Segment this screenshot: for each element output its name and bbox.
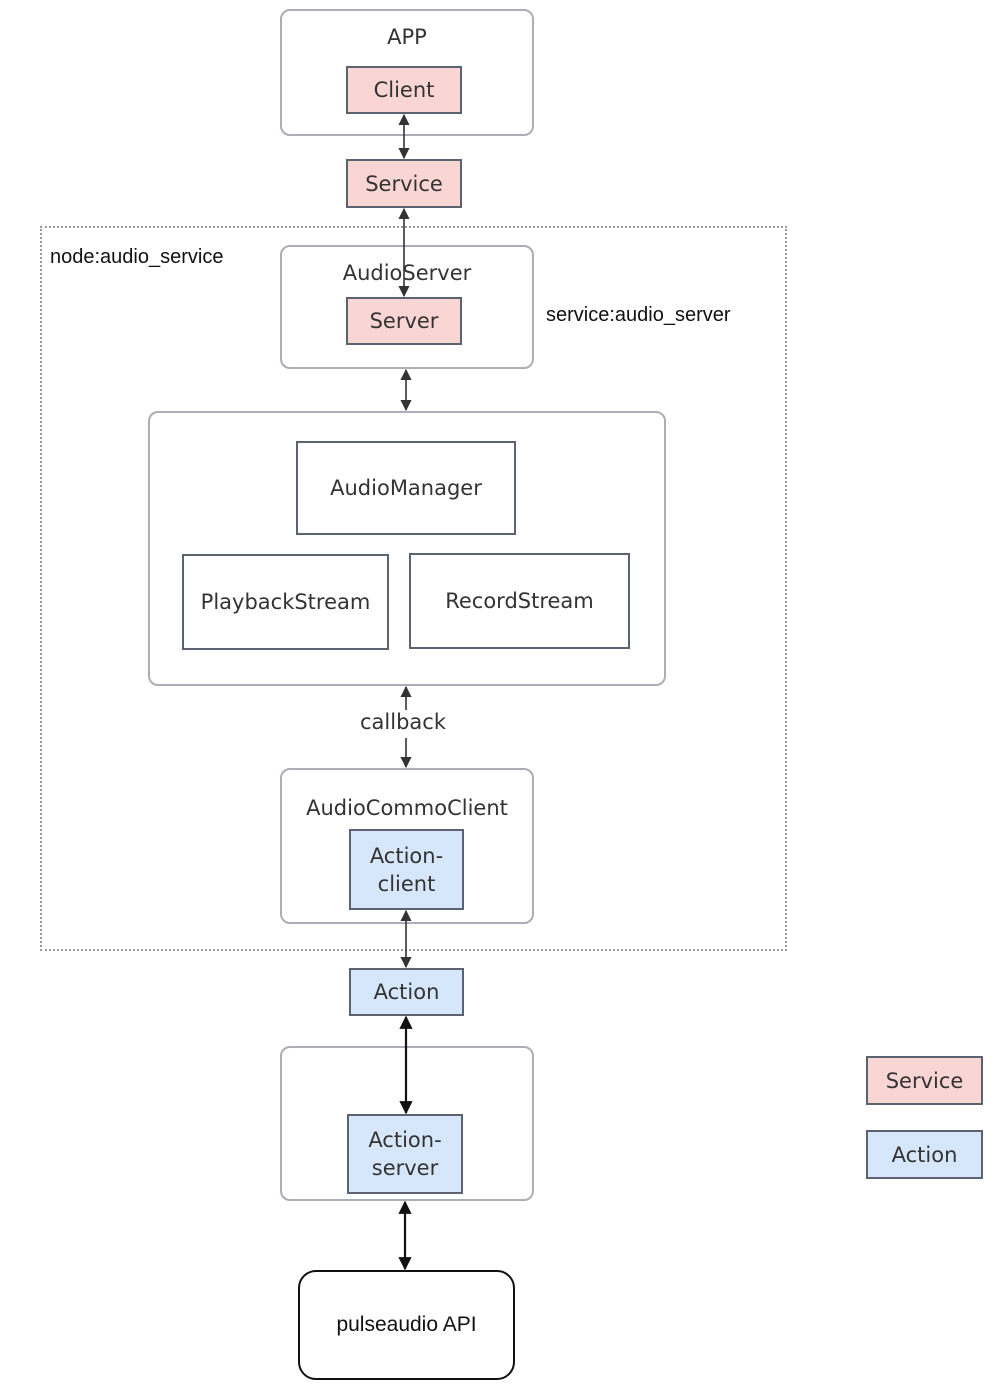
node-label: node:audio_service: [50, 246, 224, 268]
legend-service: Service: [866, 1056, 983, 1105]
callback-label: callback: [344, 710, 462, 734]
service-audio-server-label: service:audio_server: [546, 304, 731, 326]
service-box[interactable]: Service: [346, 159, 462, 208]
action-server-box[interactable]: Action- server: [347, 1114, 463, 1194]
action-client-line1: Action-: [369, 843, 444, 868]
playback-stream-box[interactable]: PlaybackStream: [182, 554, 389, 650]
legend-action: Action: [866, 1130, 983, 1179]
audio-commo-client-title: AudioCommoClient: [306, 796, 508, 820]
action-server-line1: Action-: [368, 1128, 442, 1152]
record-stream-box[interactable]: RecordStream: [409, 553, 630, 649]
app-title: APP: [387, 25, 427, 49]
node-audio-service-boundary: [40, 226, 787, 951]
action-client-box[interactable]: Action- client: [349, 829, 464, 910]
action-box[interactable]: Action: [349, 968, 464, 1016]
pulseaudio-api-box[interactable]: pulseaudio API: [298, 1270, 515, 1380]
audio-manager-box[interactable]: AudioManager: [296, 441, 516, 535]
client-box[interactable]: Client: [346, 66, 462, 114]
action-server-line2: server: [371, 1156, 439, 1180]
server-box[interactable]: Server: [346, 297, 462, 345]
action-client-line2: client: [377, 871, 436, 896]
